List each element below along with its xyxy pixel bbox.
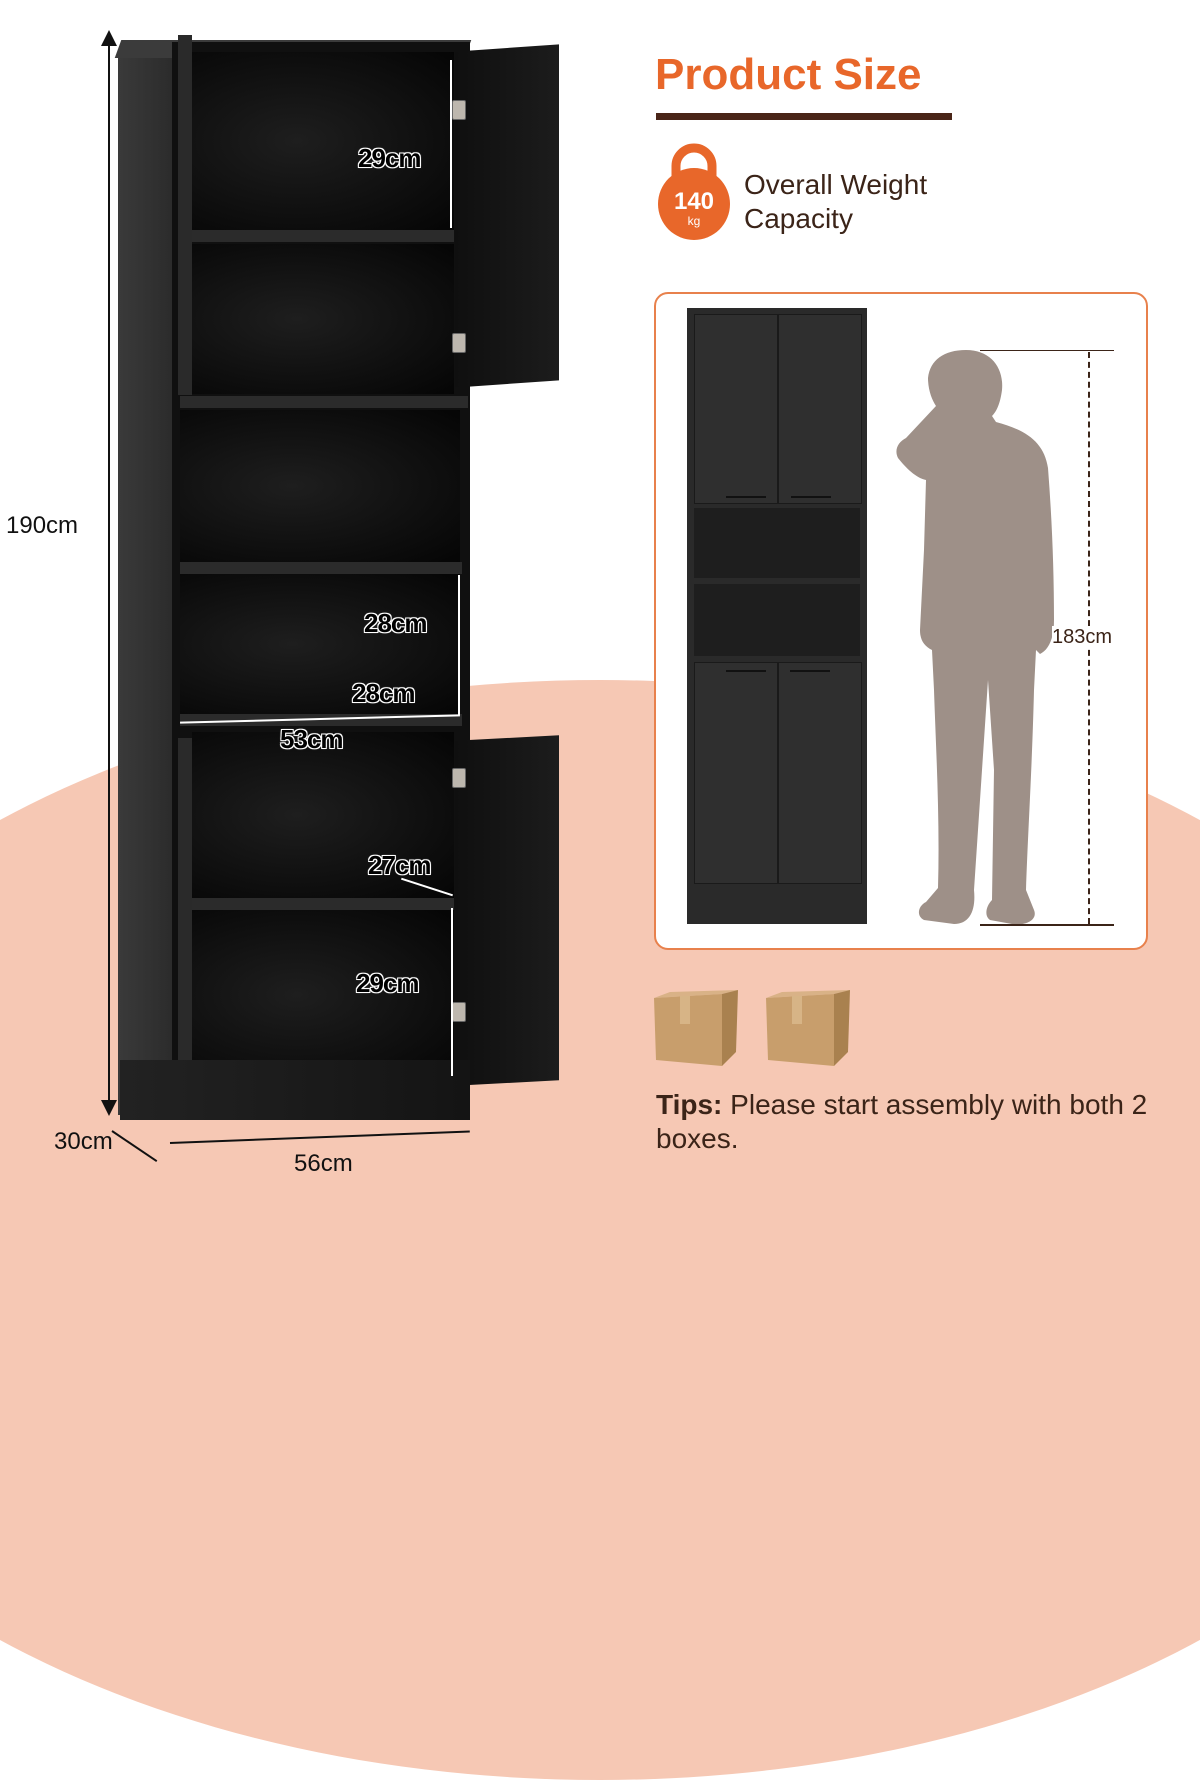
shelf xyxy=(180,396,468,408)
shelf xyxy=(192,898,454,910)
dimension-line xyxy=(458,575,460,715)
hinge-icon xyxy=(452,1002,466,1022)
height-dimension-line xyxy=(108,36,110,1108)
cabinet-plinth xyxy=(120,1060,470,1120)
arrow-up-icon xyxy=(101,30,117,46)
door-handle xyxy=(790,670,830,672)
mini-door xyxy=(778,314,862,504)
height-bottom-line xyxy=(980,924,1114,926)
weight-label-line2: Capacity xyxy=(744,203,853,234)
door-handle xyxy=(726,670,766,672)
top-compartment-upper xyxy=(192,52,454,230)
person-silhouette-icon xyxy=(896,350,1054,925)
hinge-icon xyxy=(452,100,466,120)
dimension-line xyxy=(450,60,452,228)
weight-label-line1: Overall Weight xyxy=(744,169,928,200)
title-underline xyxy=(656,113,952,120)
open-shelf-lower xyxy=(180,574,460,714)
cardboard-box-icon xyxy=(766,990,850,1066)
shelf xyxy=(192,230,454,242)
door-edge-bottom-left xyxy=(178,738,192,1098)
page-title: Product Size xyxy=(655,50,922,99)
door-handle xyxy=(791,496,831,498)
mini-open-shelf xyxy=(694,584,860,656)
bottom-compartment-lower xyxy=(192,910,454,1080)
kettlebell-icon: 140 kg xyxy=(654,142,734,242)
assembly-tips: Tips: Please start assembly with both 2 … xyxy=(656,1088,1200,1156)
open-shelf-upper xyxy=(180,410,460,562)
door-handle xyxy=(726,496,766,498)
person-height-label: 183cm xyxy=(1052,626,1113,649)
mini-door xyxy=(778,662,862,884)
weight-capacity-label: Overall Weight Capacity xyxy=(744,168,927,236)
mini-door xyxy=(694,314,778,504)
dim-top-compartment-height: 29cm xyxy=(358,143,421,173)
mini-open-shelf xyxy=(694,508,860,578)
tips-text: Please start assembly with both 2 boxes. xyxy=(656,1089,1148,1154)
dim-lower-shelf-depth: 27cm xyxy=(368,850,431,880)
mini-door xyxy=(694,662,778,884)
cabinet-side-panel xyxy=(118,55,178,1115)
height-top-line xyxy=(980,350,1114,351)
dim-open-shelf-height: 28cm xyxy=(364,608,427,638)
cardboard-box-icon xyxy=(654,990,738,1066)
weight-unit: kg xyxy=(687,214,701,228)
dim-inner-width: 53cm xyxy=(280,724,343,754)
door-edge-top-left xyxy=(178,35,192,395)
arrow-down-icon xyxy=(101,1100,117,1116)
hinge-icon xyxy=(452,333,466,353)
weight-value: 140 xyxy=(673,188,715,215)
depth-label: 30cm xyxy=(54,1128,113,1155)
tips-label: Tips: xyxy=(656,1089,723,1120)
width-label: 56cm xyxy=(294,1150,353,1177)
shelf xyxy=(180,562,462,574)
top-compartment-lower xyxy=(192,244,454,394)
dimension-line xyxy=(451,908,453,1076)
bottom-compartment-upper xyxy=(192,732,454,898)
total-height-label: 190cm xyxy=(6,512,79,539)
door-bottom-right[interactable] xyxy=(455,735,559,1086)
dim-open-shelf-depth: 28cm xyxy=(352,678,415,708)
size-comparison-panel: 183cm xyxy=(654,292,1148,950)
hinge-icon xyxy=(452,768,466,788)
dim-bottom-compartment-height: 29cm xyxy=(356,968,419,998)
door-top-right[interactable] xyxy=(455,44,559,388)
